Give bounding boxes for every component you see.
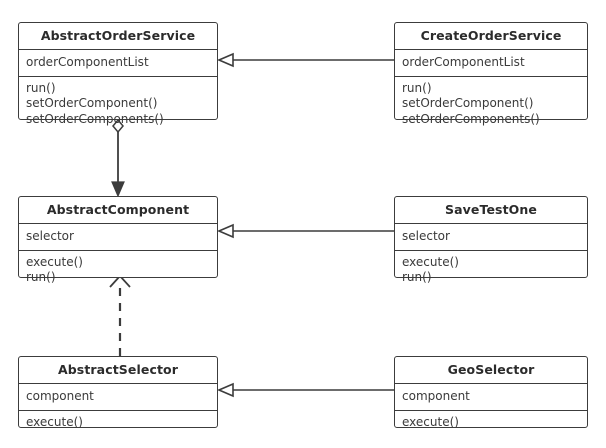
uml-class-abstract-selector[interactable]: AbstractSelector component execute() xyxy=(18,356,218,429)
operation-item: execute() xyxy=(402,254,459,269)
uml-class-create-order-service[interactable]: CreateOrderService orderComponentList ru… xyxy=(394,22,588,126)
attribute-item: selector xyxy=(26,229,74,243)
class-operations: execute() xyxy=(19,411,217,436)
operation-item: setOrderComponents() xyxy=(402,111,540,126)
attribute-item: orderComponentList xyxy=(26,55,149,69)
relationship-generalization-save-test-one xyxy=(216,223,394,239)
relationship-generalization-geo-selector xyxy=(216,382,394,398)
operation-item: execute() xyxy=(402,414,459,429)
relationship-generalization-create-order-service xyxy=(216,52,394,68)
uml-class-geo-selector[interactable]: GeoSelector component execute() xyxy=(394,356,588,429)
operation-item: run() xyxy=(26,270,56,284)
class-name: AbstractOrderService xyxy=(19,23,217,50)
operation-item: setOrderComponents() xyxy=(26,111,164,126)
class-name: AbstractSelector xyxy=(19,357,217,384)
class-attributes: component xyxy=(395,384,587,411)
attribute-item: selector xyxy=(402,229,450,243)
class-name: GeoSelector xyxy=(395,357,587,384)
class-operations: execute() run() xyxy=(19,251,217,291)
operation-item: setOrderComponent() xyxy=(26,96,158,110)
class-name: AbstractComponent xyxy=(19,197,217,224)
attribute-item: orderComponentList xyxy=(402,55,525,69)
class-operations: execute() run() xyxy=(395,251,587,291)
attribute-item: component xyxy=(26,389,94,403)
uml-class-save-test-one[interactable]: SaveTestOne selector execute() run() xyxy=(394,196,588,284)
class-operations: execute() xyxy=(395,411,587,436)
class-name: CreateOrderService xyxy=(395,23,587,50)
operation-item: execute() xyxy=(26,254,83,269)
operation-item: run() xyxy=(402,270,432,284)
class-attributes: orderComponentList xyxy=(395,50,587,77)
operation-item: run() xyxy=(402,80,432,95)
uml-class-abstract-order-service[interactable]: AbstractOrderService orderComponentList … xyxy=(18,22,218,126)
operation-item: setOrderComponent() xyxy=(402,96,534,110)
class-name: SaveTestOne xyxy=(395,197,587,224)
operation-item: execute() xyxy=(26,414,83,429)
attribute-item: component xyxy=(402,389,470,403)
class-attributes: selector xyxy=(19,224,217,251)
uml-class-abstract-component[interactable]: AbstractComponent selector execute() run… xyxy=(18,196,218,284)
class-operations: run() setOrderComponent() setOrderCompon… xyxy=(395,77,587,133)
operation-item: run() xyxy=(26,80,56,95)
class-operations: run() setOrderComponent() setOrderCompon… xyxy=(19,77,217,133)
class-attributes: component xyxy=(19,384,217,411)
class-attributes: selector xyxy=(395,224,587,251)
class-attributes: orderComponentList xyxy=(19,50,217,77)
